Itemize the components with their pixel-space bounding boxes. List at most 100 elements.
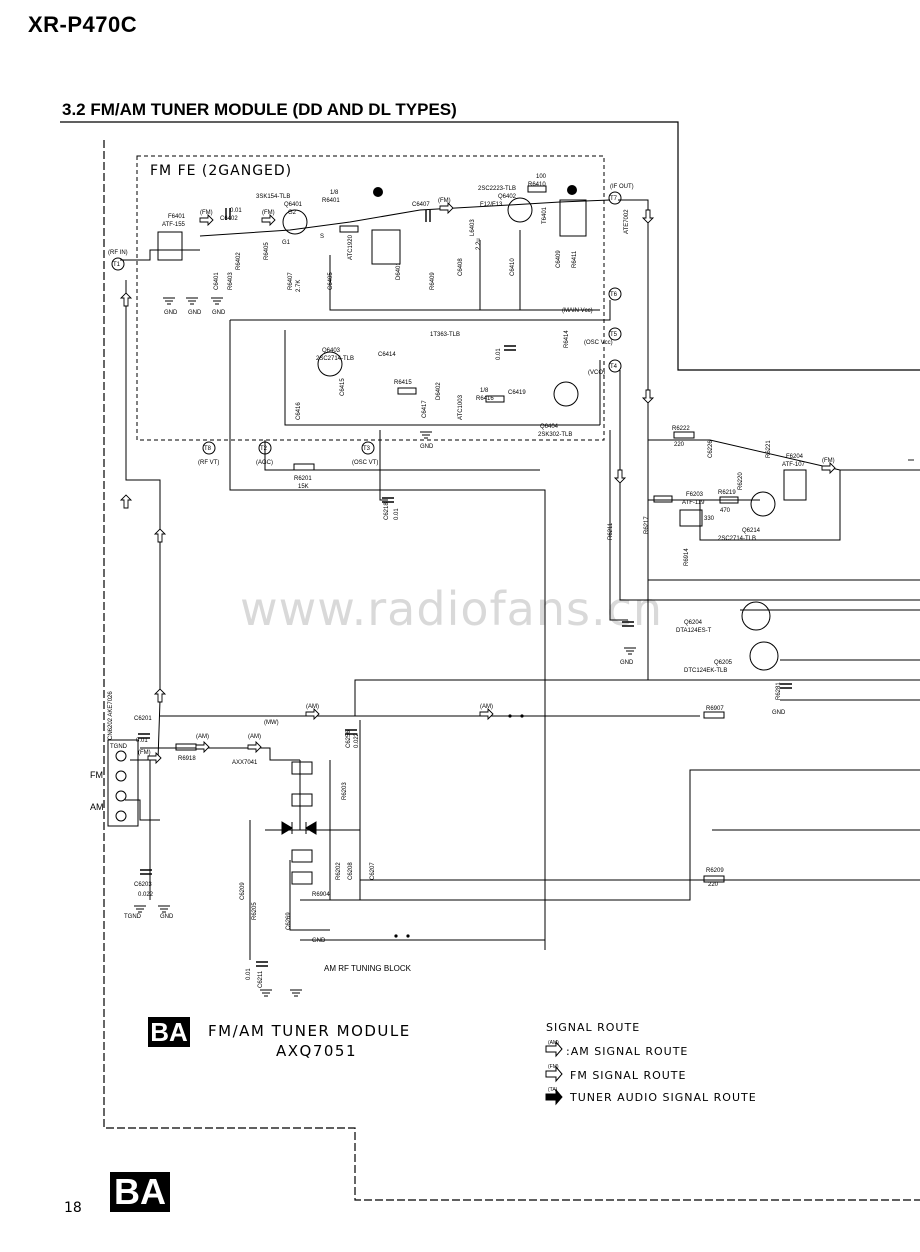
component-label: ATC1003 [458,394,464,420]
connector-block [107,739,139,827]
page-badge: BA [110,1172,170,1212]
fm-route-arrow [439,201,454,215]
component-label: GND [164,310,178,316]
capacitor-c6203 [140,869,152,875]
component-label: (RF VT) [198,460,219,466]
component-label: C6208 [348,862,354,880]
component-label: AM [90,802,104,812]
legend-ta-label: TUNER AUDIO SIGNAL ROUTE [570,1091,757,1104]
diode-2 [305,821,317,835]
am-coil-1 [291,761,313,775]
component-label: R6914 [684,548,690,566]
am-coil-3 [291,849,313,863]
component-label: C6405 [328,272,334,290]
terminal-t2 [258,441,272,455]
fm-route-arrow [153,688,167,703]
transistor-q6404 [553,381,579,407]
component-label: T7 [610,196,618,202]
component-label: R6401 [322,198,340,204]
component-label: C6211 [258,970,264,988]
component-label: C6401 [214,272,220,290]
component-label: 3SK154-TLB [256,194,290,200]
component-label: (FM) [438,198,451,204]
component-label: R6405 [264,242,270,260]
component-label: ATE7002 [624,209,630,234]
component-label: T3 [363,446,371,452]
resistor-r6201 [293,463,315,471]
ground-symbol [186,297,198,305]
am-rf-block-label: AM RF TUNING BLOCK [324,964,411,973]
component-label: T6401 [542,206,548,224]
component-label: D6402 [436,382,442,400]
component-label: ATF-155 [162,222,186,228]
component-label: GND [312,938,326,944]
am-route-legend-arrow [545,1040,563,1058]
component-label: (AM) [196,734,209,740]
component-label: GND [188,310,202,316]
component-label: (FM) [822,458,835,464]
capacitor-c6210 [256,961,268,967]
component-label: ATC1920 [348,234,354,260]
component-label: R6407 [288,272,294,290]
resistor-r6222 [673,431,695,439]
component-label: (RF IN) [108,250,128,256]
component-label: C6409 [556,250,562,268]
terminal-t4 [608,359,622,373]
component-label: T2 [260,446,268,452]
component-label: Q6204 [684,620,703,626]
component-label: R6416 [476,396,494,402]
audio-route-legend-arrow [545,1088,563,1106]
ground-symbol [163,297,175,305]
component-label: 1/8 [480,388,489,394]
fm-route-arrow [119,494,133,509]
component-label: R6411 [572,250,578,268]
component-label: GND [420,444,434,450]
component-label: C6402 [220,216,238,222]
component-label: R6281 [776,682,782,700]
component-label: 0.01 [230,208,242,214]
component-label: 330 [704,516,715,522]
component-label: R6904 [312,892,330,898]
component-label: C6417 [422,400,428,418]
component-label: 2SK302-TLB [538,432,572,438]
ground-symbol [624,647,636,655]
component-label: 220 [674,442,685,448]
component-label: R6415 [394,380,412,386]
component-label: R6907 [706,706,724,712]
model-title: XR-P470C [28,12,138,37]
component-label: GND [772,710,786,716]
component-label: 0.01 [246,968,252,980]
transistor-q6401 [282,209,308,235]
capacitor-c6281 [780,683,792,689]
legend-am-label: :AM SIGNAL ROUTE [566,1045,689,1058]
component-label: T1 [113,262,121,268]
component-label: R6217 [644,516,650,534]
component-label: R6410 [528,182,546,188]
component-label: FM [90,770,103,780]
watermark: www.radiofans.cn [240,582,664,636]
am-route-arrow [195,740,210,754]
connector-pin-3 [115,790,127,802]
ground-symbol [420,431,432,439]
component-label: C6218 [384,502,390,520]
capacitor-c6407 [425,210,431,222]
component-label: T6 [610,292,618,298]
transistor-q6205 [749,641,779,671]
legend-fm-tag: (FM) [548,1064,559,1070]
component-label: 2SC2714-TLB [718,536,756,542]
component-label: 0.022 [354,732,360,748]
component-label: 220 [708,882,719,888]
component-label: (FM) [262,210,275,216]
component-label: C6201 [134,716,152,722]
component-label: D6401 [396,262,402,280]
transistor-q6204 [741,601,771,631]
section-title: 3.2 FM/AM TUNER MODULE (DD AND DL TYPES) [62,100,457,119]
adjust-point [567,185,577,195]
component-label: CN6202 AKE7026 [108,691,114,740]
fm-route-arrow [261,213,276,227]
component-label: R6409 [430,272,436,290]
component-label: G1 [282,240,291,246]
am-route-arrow [305,707,320,721]
transistor-q6402 [507,197,533,223]
component-label: C6269 [286,912,292,930]
